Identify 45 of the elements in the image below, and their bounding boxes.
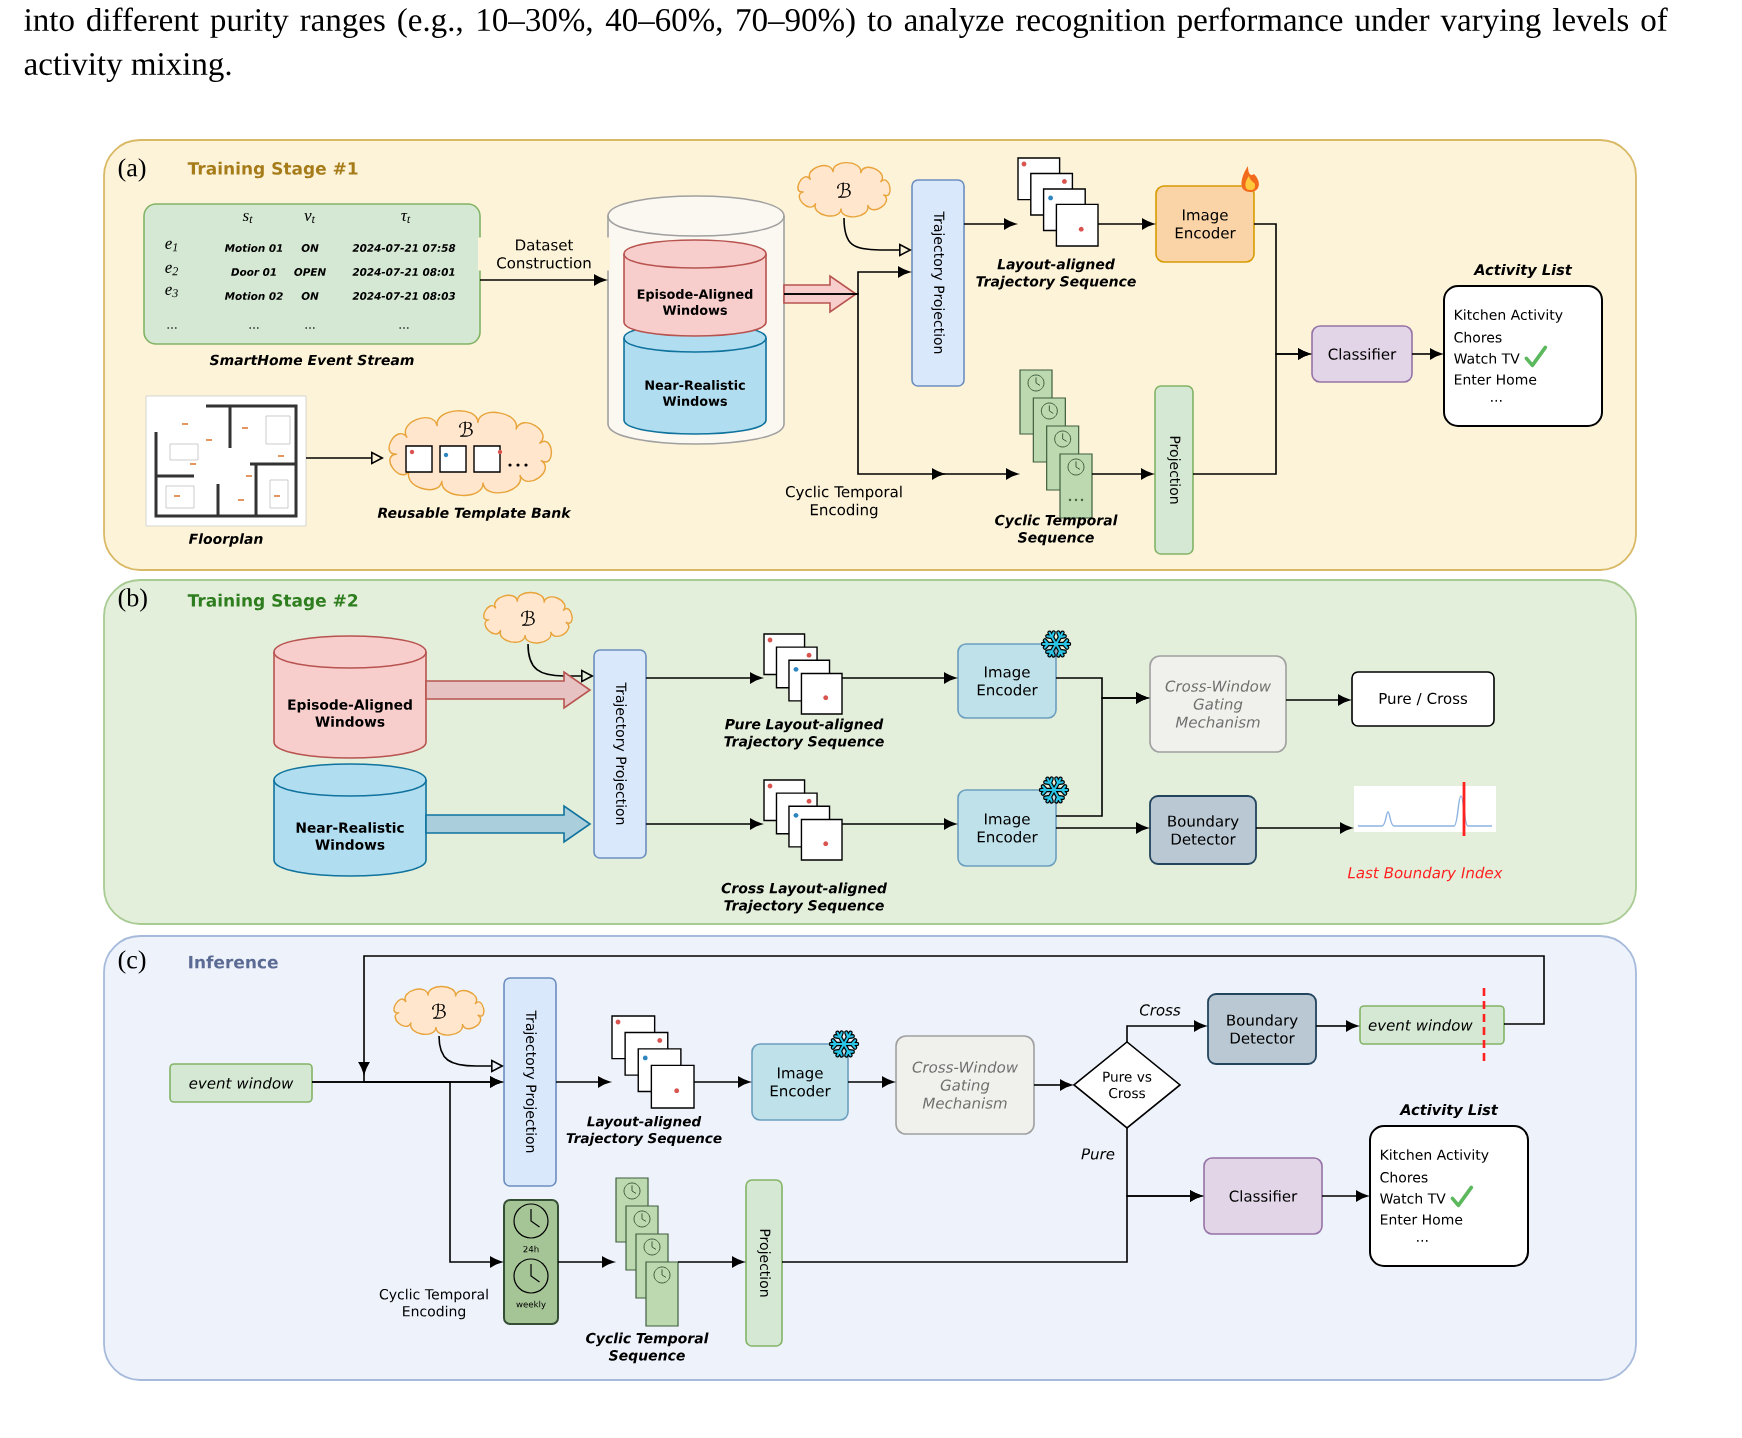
arrow [645,672,762,684]
arrow [1411,348,1442,360]
block-arrow [425,804,592,844]
arrow [847,1076,894,1088]
arrow [1055,822,1148,834]
arrow [783,293,1018,480]
body-text: into different purity ranges (e.g., 10–30%, 40–60%, 70–90%) to analyze recognition performance under varying levels of activity mixing. [24,7,1668,82]
arrow [1097,218,1154,230]
arrow [841,672,956,684]
arrow [555,1076,610,1088]
panel-letter: (c) [118,950,146,974]
row-label: e$_{1}$ [165,240,177,252]
block-arrow [425,670,592,710]
arrow [1192,348,1310,475]
arrow [305,451,384,465]
arrow [645,818,762,830]
curved-arrow [438,1035,504,1073]
panel-letter: (b) [118,588,147,612]
arrow [1033,1079,1072,1091]
panel-title: Training Stage #2 [187,593,358,611]
panel-title: Training Stage #1 [187,161,358,179]
panel-letter: (a) [118,158,146,182]
arrow [1321,1190,1368,1202]
row-label: e$_{3}$ [165,286,178,298]
arrow [1285,694,1350,706]
row-label: e$_{2}$ [165,264,178,276]
arrow [1315,1020,1358,1032]
arrow [311,1081,502,1268]
arrow [557,1256,614,1268]
column-header: τ$_{t}$ [401,213,411,223]
arrow [781,1190,1202,1263]
arrow [693,1076,750,1088]
arrow [841,818,956,830]
arrow [479,274,606,286]
column-header: s$_{t}$ [242,212,253,224]
arrow [677,1256,744,1268]
arrow [1255,822,1352,834]
arrow [1126,1020,1206,1043]
column-header: v$_{t}$ [304,213,316,223]
arrow [1055,692,1148,817]
arrow [1091,468,1153,480]
arrow [358,955,1545,1088]
arrow [963,218,1016,230]
block-arrow [783,274,858,314]
panel-title: Inference [189,955,278,969]
